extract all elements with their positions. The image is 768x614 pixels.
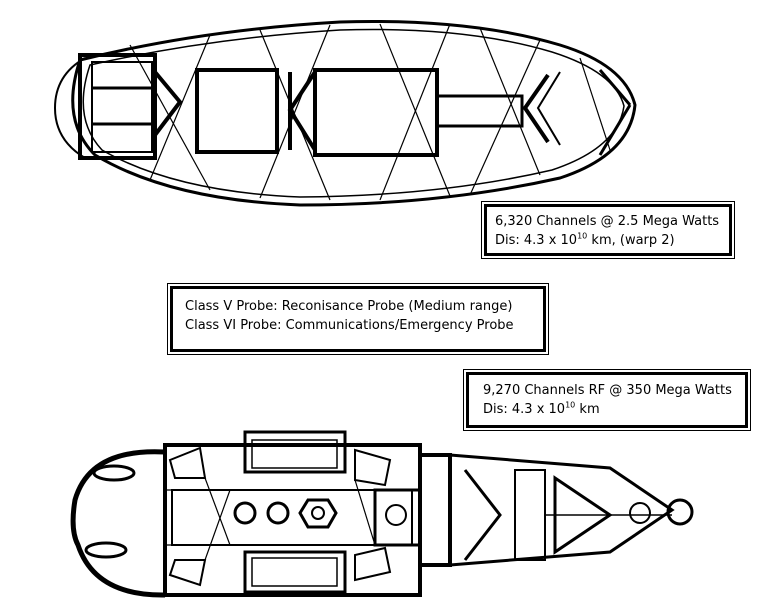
probe-v-distance-exponent: 10 [577,231,588,241]
class-vi-probe-drawing [70,430,694,598]
probe-v-distance-text: Dis: 4.3 x 1010 km, (warp 2) [495,231,675,248]
probe-vi-distance-text: Dis: 4.3 x 1010 km [483,400,600,417]
class-v-probe-drawing [53,19,637,207]
probe-vi-channels-text: 9,270 Channels RF @ 350 Mega Watts [483,383,732,398]
probe-vi-spec-box: 9,270 Channels RF @ 350 Mega Watts Dis: … [466,372,748,428]
probe-class-legend-box: Class V Probe: Reconisance Probe (Medium… [170,286,546,352]
probe-v-channels-text: 6,320 Channels @ 2.5 Mega Watts [495,214,720,229]
probe-v-spec-box: 6,320 Channels @ 2.5 Mega Watts Dis: 4.3… [484,204,732,256]
probe-vi-distance-exponent: 10 [565,400,576,410]
legend-class-v-text: Class V Probe: Reconisance Probe (Medium… [185,299,513,314]
legend-class-vi-text: Class VI Probe: Communications/Emergency… [185,318,514,333]
